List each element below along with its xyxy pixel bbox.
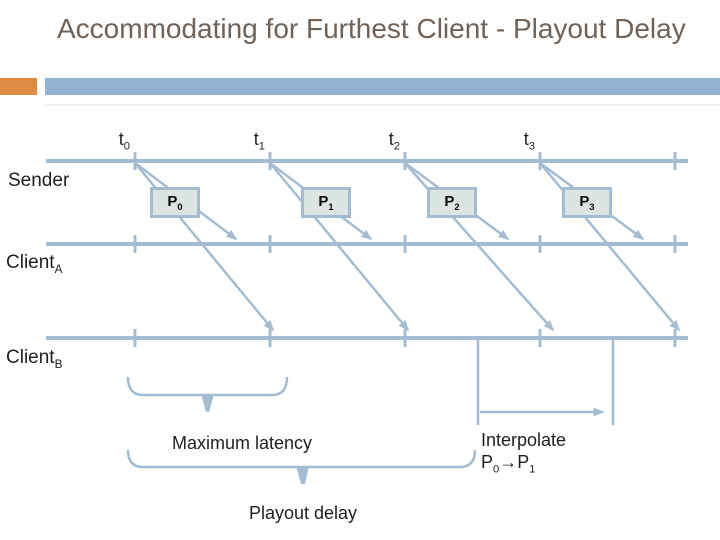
playout-delay-brace: [126, 449, 477, 484]
title-accent-orange-rect: [0, 78, 37, 95]
packet-box-p0: P0: [150, 187, 200, 218]
interpolate-label-line2: P0→P1: [481, 452, 536, 476]
packet-box-p2: P2: [427, 187, 477, 218]
slide-title: Accommodating for Furthest Client - Play…: [57, 13, 686, 44]
sender-label: Sender: [8, 170, 70, 191]
timeline-lines: [46, 159, 688, 340]
time-label-t2: t2: [388, 129, 400, 153]
packet-box-p3: P3: [562, 187, 612, 218]
client-a-label: ClientA: [6, 252, 63, 276]
packet-box-p1: P1: [301, 187, 351, 218]
arrow-p1-to-client-b: [269, 162, 410, 332]
maximum-latency-brace: [126, 376, 289, 412]
right-arrow-glyph: →: [499, 452, 518, 472]
time-label-t0: t0: [118, 129, 130, 153]
interpolate-range-markers: [476, 340, 615, 425]
faint-divider-line: [43, 104, 720, 106]
interpolate-label-line1: Interpolate: [481, 430, 567, 450]
title-accent-blue-bar: [45, 78, 720, 95]
playout-delay-label: Playout delay: [248, 503, 358, 523]
maximum-latency-label: Maximum latency: [171, 433, 313, 453]
packet-transmission-arrows: [134, 161, 681, 332]
client-b-label: ClientB: [6, 347, 63, 371]
interpolate-label: Interpolate P0→P1: [481, 429, 601, 481]
timeline-ticks: [133, 152, 677, 347]
time-label-t1: t1: [253, 129, 265, 153]
time-label-t3: t3: [523, 129, 535, 153]
